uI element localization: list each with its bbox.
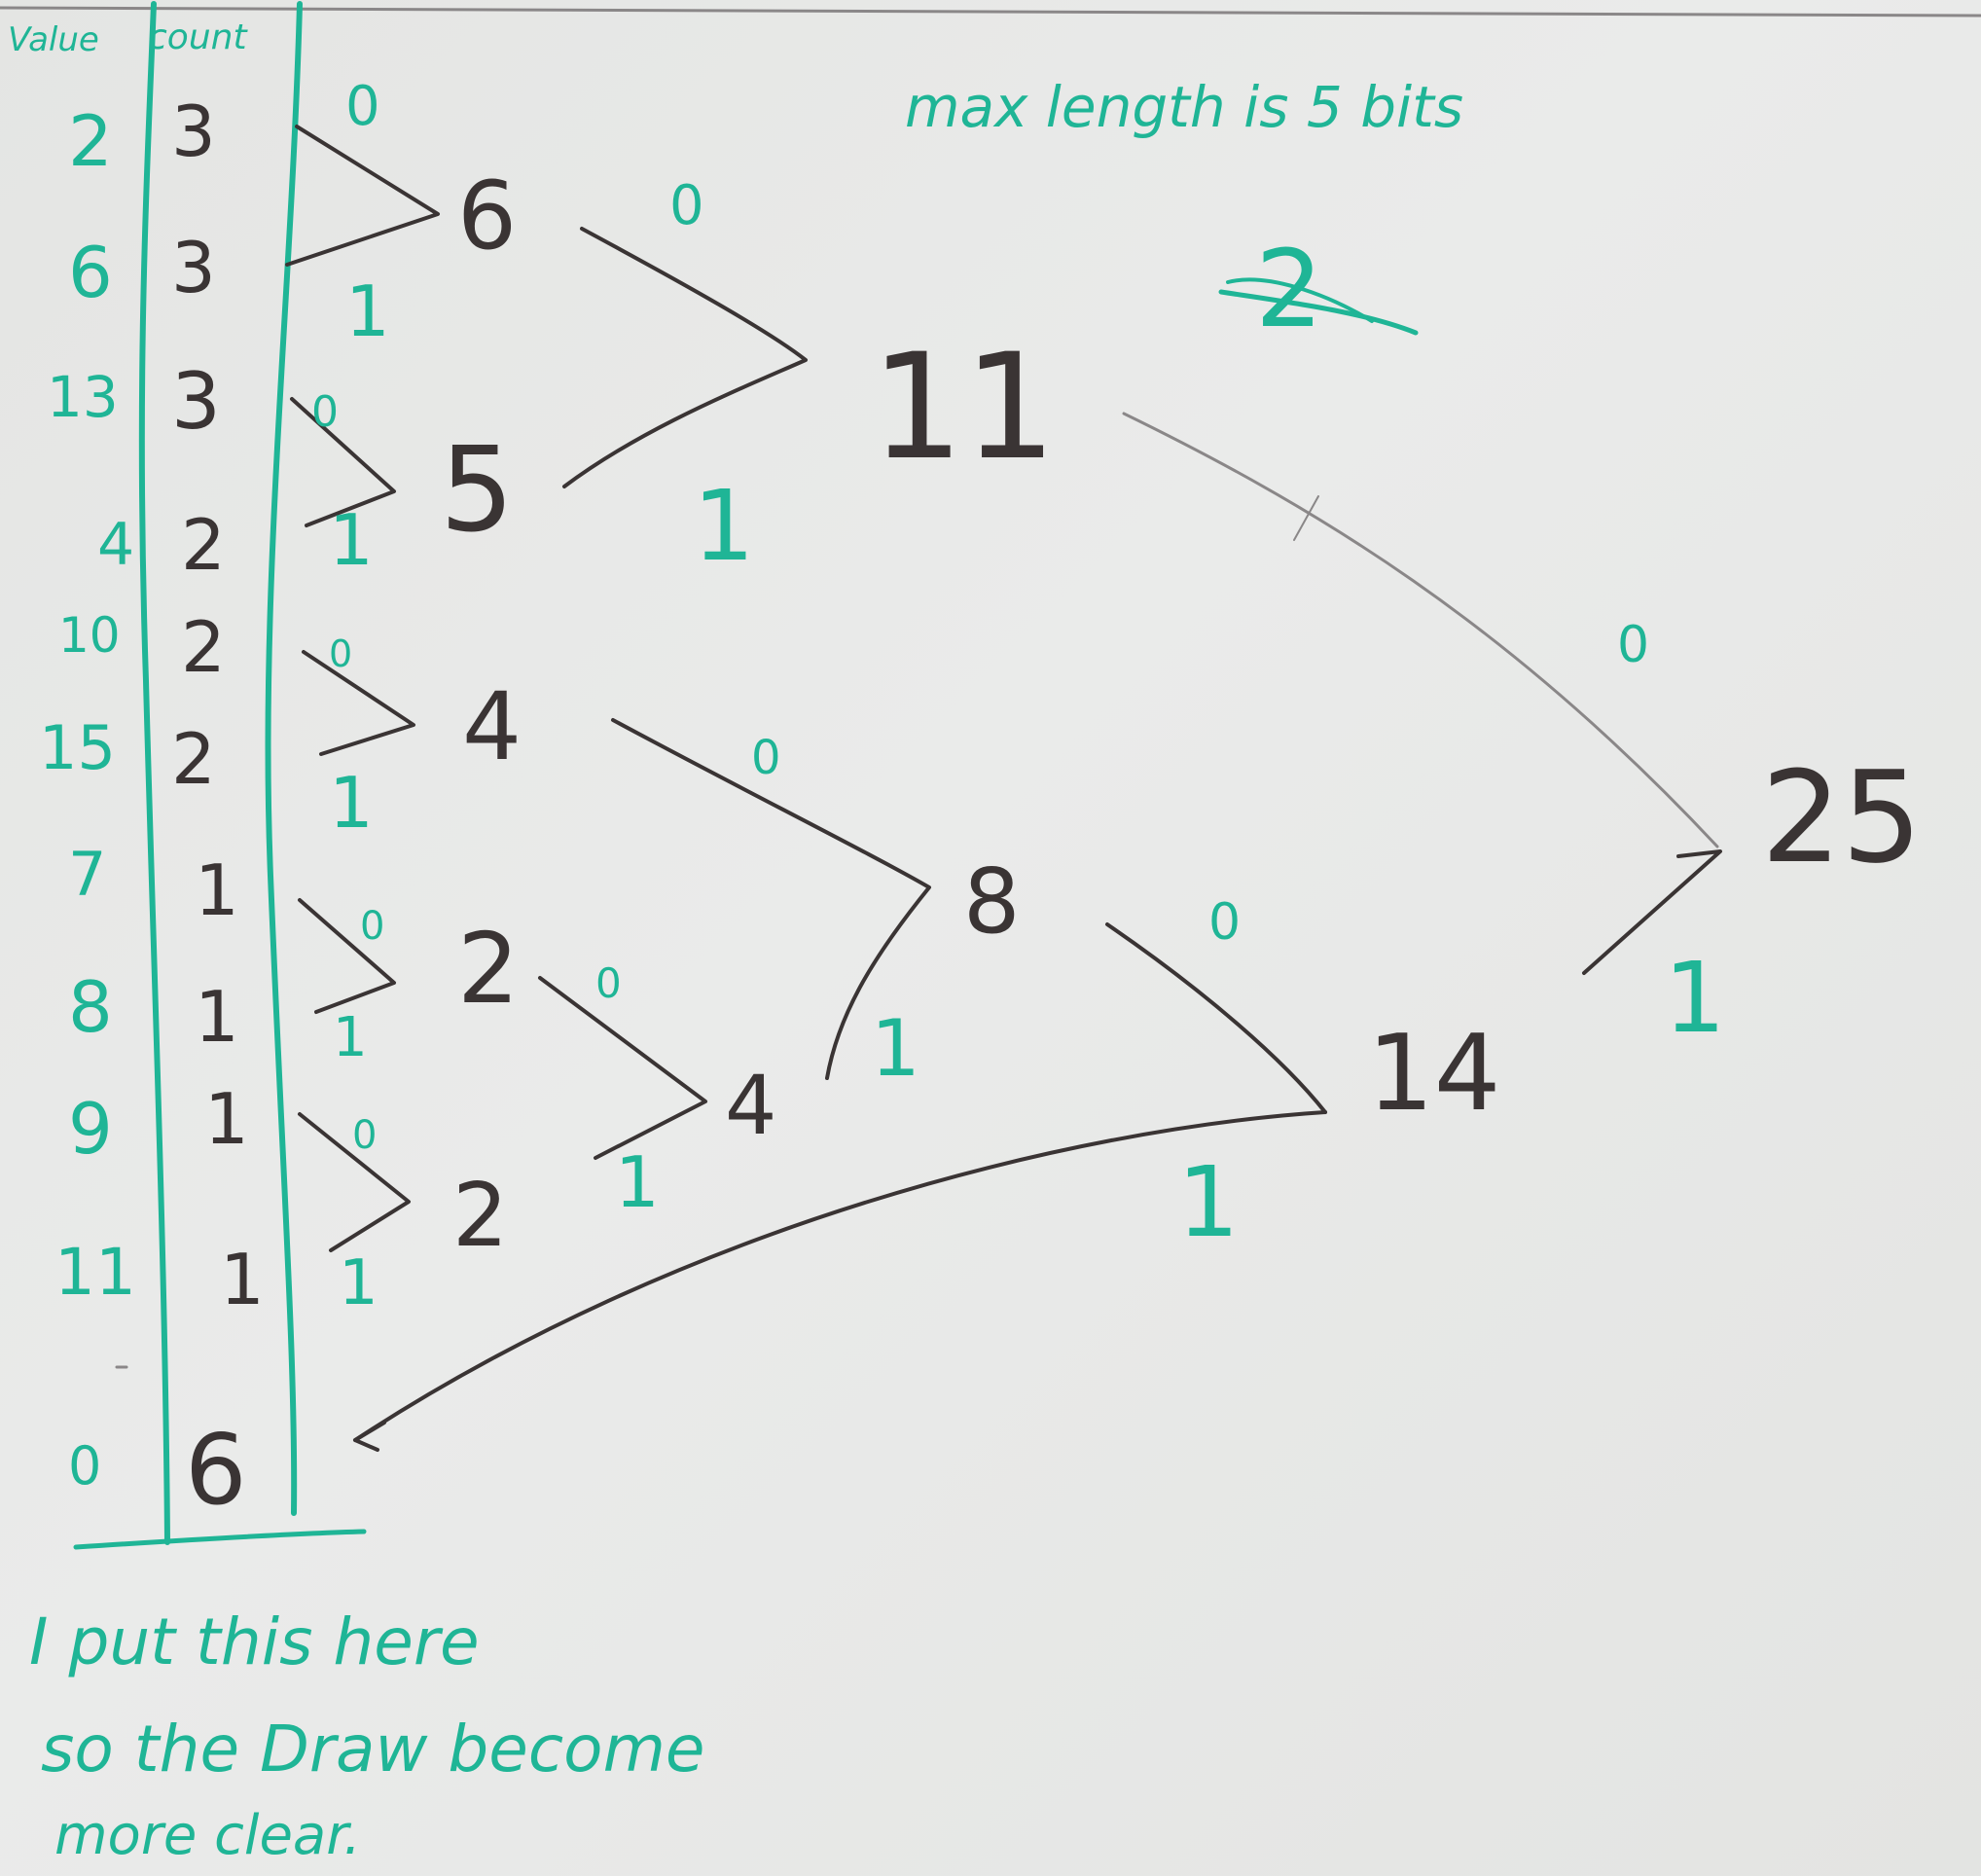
tree-node: 2 — [452, 1165, 508, 1267]
value-cell: 4 — [97, 511, 134, 579]
note-line: I put this here — [29, 1605, 480, 1679]
bit-labels: 0 0 0 0 0 0 0 0 0 0 1 1 1 1 1 1 1 1 1 1 — [311, 75, 1726, 1319]
arrow-head — [353, 1421, 386, 1452]
bit-zero: 0 — [345, 75, 380, 138]
bit-zero: 0 — [352, 1113, 377, 1158]
bit-one: 1 — [693, 469, 755, 583]
bit-zero: 0 — [1617, 616, 1649, 674]
stray-mark — [1293, 495, 1319, 541]
bit-one: 1 — [345, 271, 390, 352]
value-cell: 2 — [68, 100, 113, 182]
tree-branches — [285, 125, 1722, 1452]
bit-one: 1 — [329, 499, 374, 581]
bit-one: 1 — [1664, 941, 1726, 1055]
count-cell: 1 — [195, 849, 239, 931]
merge-bracket — [562, 227, 808, 488]
tree-node: 5 — [440, 423, 514, 559]
bit-one: 1 — [339, 1247, 378, 1319]
bit-zero: 0 — [360, 904, 384, 949]
tree-node: 11 — [871, 323, 1057, 492]
bit-one: 1 — [871, 1003, 920, 1094]
tree-node: 14 — [1367, 1013, 1500, 1135]
max-length-note: max length is 5 bits — [905, 74, 1463, 140]
merge-bracket — [538, 976, 707, 1160]
merge-bracket — [285, 125, 440, 267]
count-cell: 2 — [181, 504, 226, 586]
count-cell: 2 — [181, 606, 226, 688]
bit-zero: 0 — [1208, 893, 1241, 952]
bottom-note: I put this here so the Draw become more … — [29, 1605, 704, 1867]
merge-bracket — [1582, 849, 1722, 975]
bit-zero: 0 — [311, 387, 339, 437]
bit-one: 1 — [329, 762, 374, 844]
tree-node: 6 — [457, 162, 517, 271]
tree-node: 25 — [1761, 743, 1922, 891]
merge-bracket-light — [1122, 412, 1719, 848]
table-divider-line — [138, 1, 170, 1545]
merge-bracket — [290, 397, 396, 527]
merge-bracket — [298, 1112, 411, 1252]
strike-line — [1226, 277, 1374, 323]
count-cell: 1 — [195, 976, 239, 1058]
count-cell: 6 — [185, 1413, 247, 1527]
bit-zero: 0 — [751, 731, 781, 785]
tree-node: 4 — [725, 1058, 776, 1153]
bit-zero: 0 — [669, 174, 704, 237]
bit-zero: 0 — [329, 632, 352, 675]
tree-nodes: 6 5 11 4 2 2 4 8 14 25 — [440, 162, 1922, 1267]
merge-bracket — [302, 650, 415, 756]
value-cell: 11 — [54, 1235, 136, 1310]
value-cell: 9 — [68, 1088, 113, 1170]
count-header: count — [148, 18, 248, 57]
note-line: more clear. — [54, 1804, 361, 1867]
merge-bracket — [611, 718, 931, 1080]
value-cell: 13 — [47, 364, 119, 430]
value-cell: 8 — [68, 966, 113, 1048]
count-cell: 1 — [204, 1078, 249, 1160]
note-line: so the Draw become — [41, 1712, 704, 1786]
value-cell: 7 — [68, 839, 106, 910]
count-cell: 3 — [171, 356, 221, 447]
count-cell: 2 — [171, 718, 216, 800]
tree-node: 2 — [457, 912, 520, 1026]
merge-bracket — [1105, 922, 1327, 1114]
strike-line — [1218, 289, 1419, 336]
bit-one: 1 — [333, 1006, 368, 1069]
tree-node: 8 — [963, 849, 1021, 954]
value-cell: 0 — [68, 1435, 101, 1497]
value-cell: 15 — [39, 712, 116, 783]
crossed-out-mark: 2 — [1218, 227, 1419, 351]
table-bottom-line — [73, 1529, 367, 1550]
count-cell: 3 — [171, 90, 216, 172]
value-cell: 10 — [58, 607, 121, 664]
bit-one: 1 — [615, 1141, 660, 1223]
tree-node: 4 — [462, 672, 522, 781]
count-column: 3 3 3 2 2 2 1 1 1 1 6 — [171, 90, 265, 1527]
count-cell: 3 — [171, 227, 216, 308]
merge-bracket — [353, 1110, 1327, 1442]
value-column: 2 6 13 4 10 15 7 8 9 11 0 — [39, 100, 136, 1497]
board-edge — [0, 6, 1981, 18]
table-right-border — [265, 1, 303, 1516]
count-cell: 1 — [220, 1239, 265, 1320]
bit-zero: 0 — [595, 959, 622, 1007]
value-cell: 6 — [68, 232, 113, 313]
merge-bracket — [298, 898, 396, 1014]
crossed-out-digit: 2 — [1255, 227, 1323, 351]
bit-one: 1 — [1177, 1145, 1240, 1259]
value-header: Value — [8, 20, 99, 59]
